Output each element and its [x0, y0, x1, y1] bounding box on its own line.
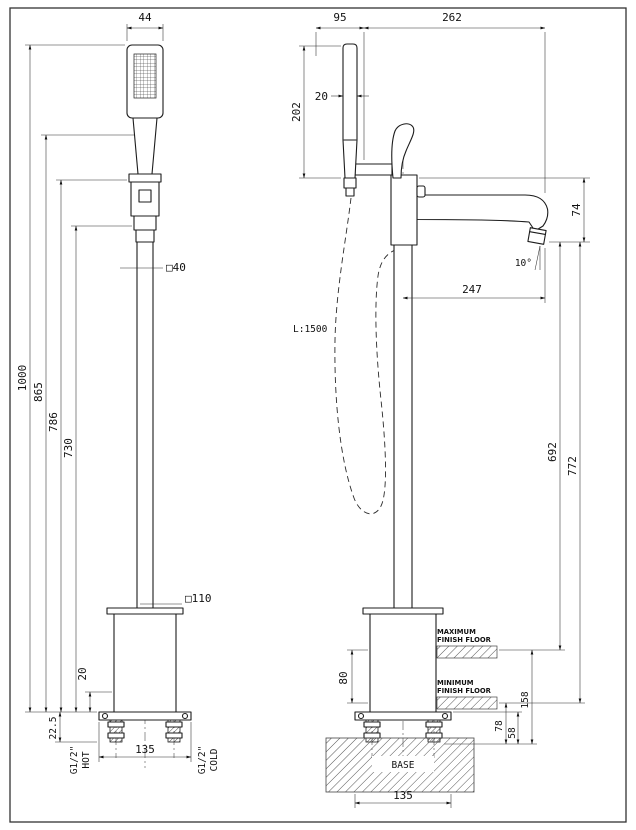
front-callout-square110: □110	[140, 592, 212, 605]
dim-58-label: 58	[507, 727, 518, 739]
side-view: L:1500	[290, 11, 590, 808]
side-dim-74: 74	[419, 177, 590, 243]
dim-865-label: 865	[32, 382, 45, 402]
dim-772-label: 772	[566, 456, 579, 476]
hose-length-label: L:1500	[293, 324, 328, 335]
aerator	[527, 227, 547, 245]
front-mounting-plate	[98, 711, 192, 721]
base-label: BASE	[392, 760, 415, 771]
front-dim-20: 20	[76, 667, 112, 713]
hot-connection-label: G1/2" HOT	[69, 746, 92, 775]
dim-95-label: 95	[333, 11, 346, 24]
cold-connection-label: G1/2" COLD	[197, 746, 220, 775]
side-dim-247: 247	[402, 248, 546, 303]
dim-1000-label: 1000	[16, 365, 29, 392]
lever-handle	[391, 123, 415, 179]
dim-74-label: 74	[570, 203, 583, 217]
concrete-base: BASE	[325, 737, 475, 793]
handshower-spray-face	[133, 53, 157, 99]
dim-262-label: 262	[442, 11, 462, 24]
max-floor-label-2: FINISH FLOOR	[437, 636, 492, 644]
dim-44-label: 44	[138, 11, 152, 24]
min-floor-label-1: MINIMUM	[437, 679, 474, 687]
side-dim-top: 95 262	[315, 11, 546, 193]
dim-692-label: 692	[546, 442, 559, 462]
front-dim-135: 135	[98, 722, 192, 762]
side-dim-angle: 10°	[515, 245, 541, 271]
hot-thread-label: G1/2"	[69, 746, 80, 775]
max-floor-label-1: MAXIMUM	[437, 628, 476, 636]
dim-20-label: 20	[76, 667, 89, 680]
cold-thread-label: G1/2"	[197, 746, 208, 775]
dim-202-label: 202	[290, 102, 303, 122]
dim-135-side-label: 135	[393, 789, 413, 802]
side-fixture-outline	[342, 43, 549, 743]
front-callout-square40: □40	[120, 261, 186, 274]
diverter-knob-side	[416, 185, 426, 198]
front-fixture-outline	[98, 44, 192, 743]
front-view: 44 1000 865 786 730 □40 □110	[16, 11, 220, 774]
side-dim-135: 135	[354, 789, 452, 808]
dim-square110-label: □110	[185, 592, 212, 605]
side-dim-202: 202	[290, 45, 341, 179]
dim-80-label: 80	[337, 671, 350, 684]
handshower-handle	[132, 117, 158, 175]
side-dim-base-stack: 78 58 158	[444, 649, 537, 745]
side-dim-20: 20	[315, 90, 369, 103]
drawing-border-frame	[9, 7, 627, 823]
dim-135-front-label: 135	[135, 743, 155, 756]
dim-786-label: 786	[47, 412, 60, 432]
cold-label: COLD	[209, 748, 220, 771]
max-finish-floor: MAXIMUM FINISH FLOOR	[436, 628, 498, 659]
front-dim-44: 44	[126, 11, 164, 41]
spout	[416, 194, 549, 232]
dim-20-side-label: 20	[315, 90, 328, 103]
side-mounting-plate	[354, 711, 452, 721]
front-dim-stack: 1000 865 786 730	[16, 44, 134, 713]
handshower-bracket	[354, 163, 393, 176]
min-finish-floor: MINIMUM FINISH FLOOR	[436, 679, 498, 710]
handshower-hose	[334, 197, 396, 515]
dim-78-label: 78	[494, 720, 505, 732]
side-dim-80: 80	[337, 649, 368, 704]
handshower-side	[342, 43, 358, 179]
min-floor-label-2: FINISH FLOOR	[437, 687, 492, 695]
dim-10deg-label: 10°	[515, 258, 532, 269]
hot-label: HOT	[81, 751, 92, 768]
front-dim-22-5: 22.5	[48, 711, 97, 743]
dim-158-label: 158	[520, 691, 531, 708]
dim-22-5-label: 22.5	[48, 717, 59, 740]
dim-247-label: 247	[462, 283, 482, 296]
dim-730-label: 730	[62, 438, 75, 458]
dim-square40-label: □40	[166, 261, 186, 274]
mixer-body	[390, 174, 418, 246]
diverter-button	[138, 189, 152, 203]
side-dim-692-772: 692 772	[499, 241, 585, 704]
